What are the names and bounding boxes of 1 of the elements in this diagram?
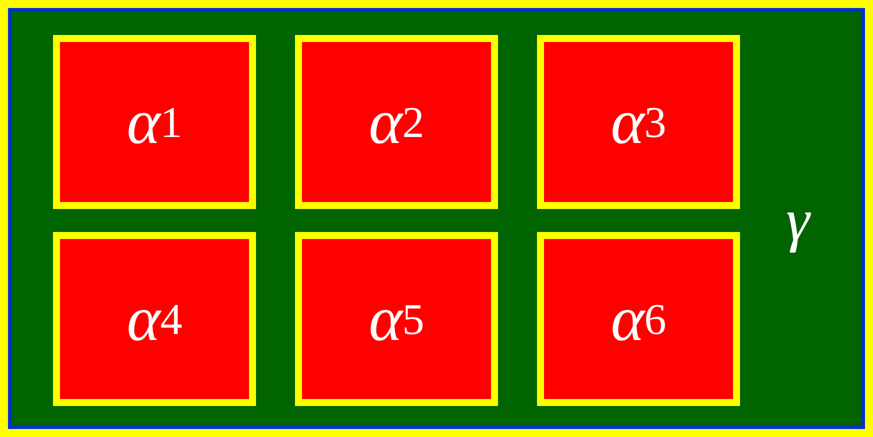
set-label: γ (786, 186, 810, 255)
